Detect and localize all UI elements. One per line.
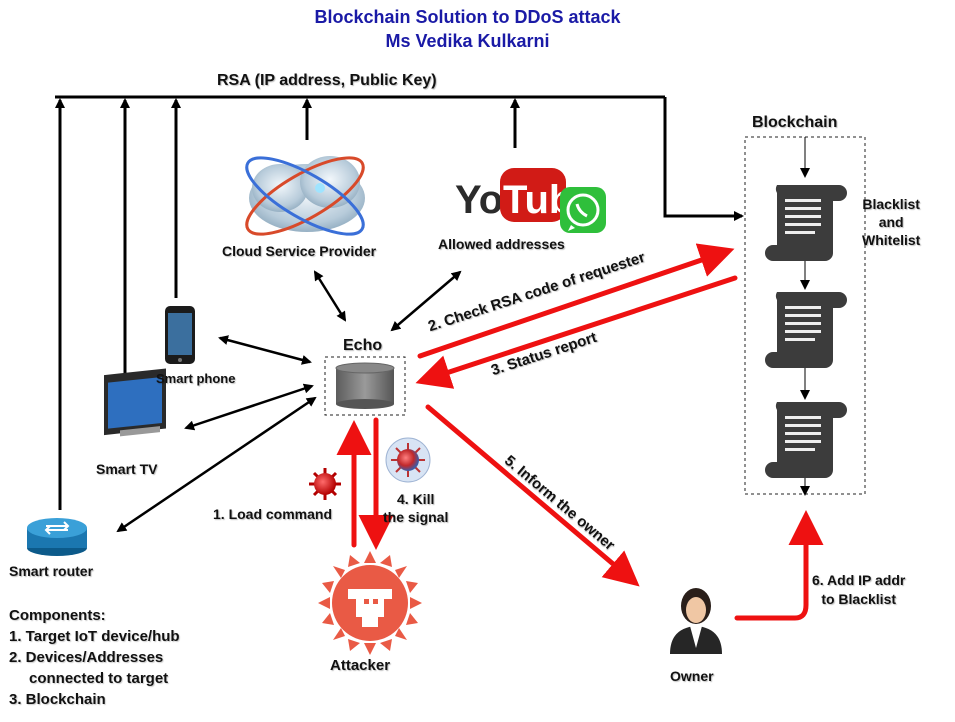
echo-label: Echo [343, 337, 383, 354]
blockchain-label: Blockchain [752, 114, 838, 131]
ledger-icon [765, 292, 847, 368]
virus-icon [309, 468, 341, 500]
step-6-label: 6. Add IP addr to Blacklist [812, 572, 906, 607]
owner-label: Owner [670, 668, 714, 684]
component-item: connected to target [29, 670, 169, 687]
lists-label: Blacklist and Whitelist [862, 196, 921, 248]
smart-tv-icon [104, 368, 166, 437]
component-item: 1. Target IoT device/hub [9, 628, 180, 645]
cloud-provider-icon [245, 156, 365, 236]
smart-router-icon [27, 518, 87, 556]
ledger-icon [765, 185, 847, 261]
diagram-title: Blockchain Solution to DDoS attack [314, 7, 621, 27]
rsa-bus-label: RSA (IP address, Public Key) [217, 72, 437, 89]
rsa-bus [55, 95, 744, 510]
components-heading: Components: [9, 607, 106, 624]
step-4-label: 4. Kill the signal [383, 491, 449, 525]
component-item: 3. Blockchain [9, 691, 106, 708]
ledger-icon [765, 402, 847, 478]
step-1-label: 1. Load command [213, 506, 333, 522]
smart-phone-label: Smart phone [156, 371, 236, 386]
attacker-label: Attacker [330, 657, 391, 674]
cloud-provider-label: Cloud Service Provider [222, 243, 377, 259]
kill-signal-virus-icon [385, 437, 431, 483]
attacker-icon [318, 551, 422, 655]
component-item: 2. Devices/Addresses [9, 649, 164, 666]
echo-links [116, 270, 462, 533]
diagram-author: Ms Vedika Kulkarni [385, 31, 550, 51]
allowed-addresses-label: Allowed addresses [438, 236, 565, 252]
owner-icon [670, 588, 722, 654]
smart-tv-label: Smart TV [96, 461, 158, 477]
whatsapp-icon [560, 187, 606, 233]
smart-phone-icon [165, 306, 195, 364]
smart-router-label: Smart router [9, 563, 94, 579]
attack-flow [336, 243, 824, 621]
echo-box [324, 356, 406, 416]
components-legend: Components: 1. Target IoT device/hub 2. … [9, 605, 180, 710]
echo-device-icon [335, 362, 395, 409]
